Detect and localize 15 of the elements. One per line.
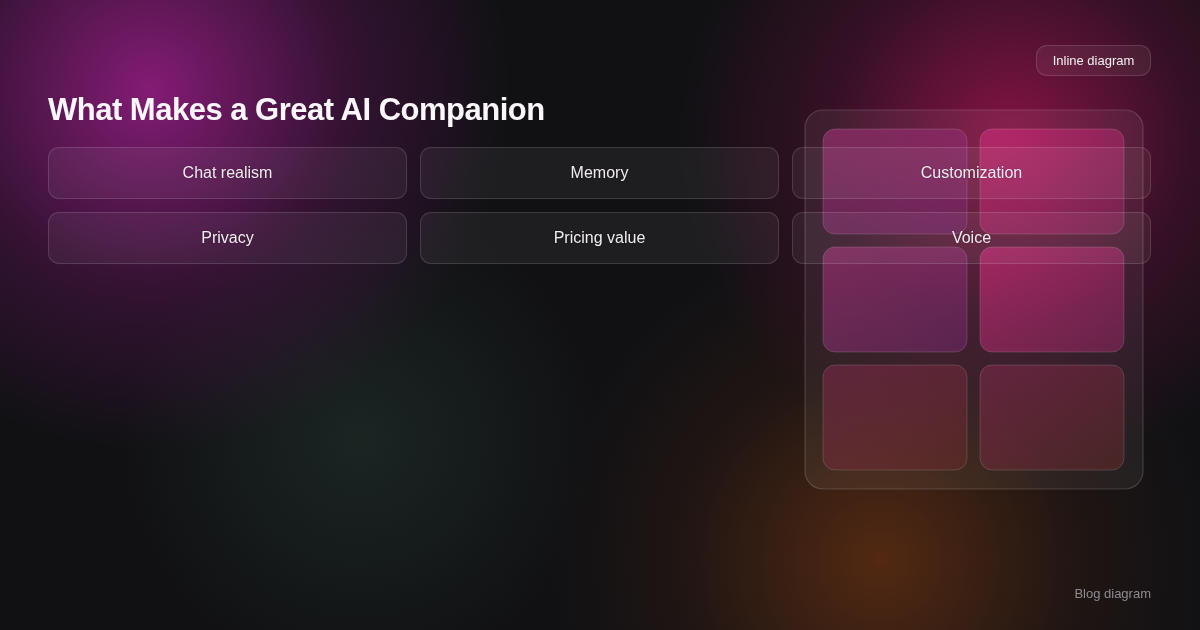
card-label: Memory [570,164,629,182]
feature-card [48,147,407,199]
card-label: Privacy [201,229,254,247]
tag-pill: Inline diagram [1036,45,1151,76]
card-label: Voice [951,229,992,247]
feature-card [420,212,779,264]
heading: What Makes a Great AI Companion [48,92,545,128]
feature-card [792,147,1151,199]
feature-card [420,147,779,199]
feature-card [48,212,407,264]
feature-card [792,212,1151,264]
card-label: Customization [920,164,1023,182]
footer-text: Blog diagram [1074,586,1151,601]
card-label: Chat realism [182,164,273,182]
card-label: Pricing value [553,229,646,247]
